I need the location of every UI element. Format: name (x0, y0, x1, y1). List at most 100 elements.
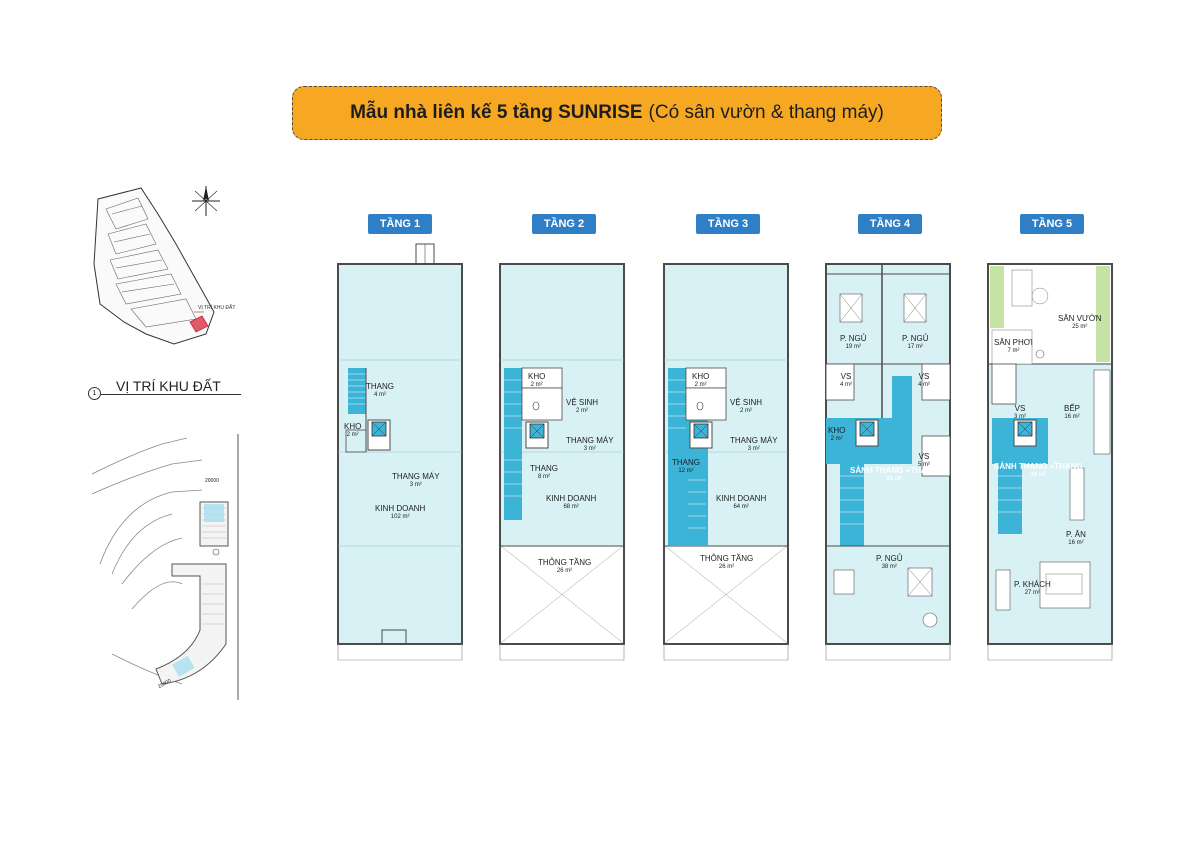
location-title: VỊ TRÍ KHU ĐẤT (116, 378, 221, 394)
floor-4-room-name: P. NGỦ (840, 334, 867, 343)
floor-4-drawing (825, 263, 951, 661)
banner-title-bold: Mẫu nhà liên kế 5 tầng SUNRISE (350, 102, 643, 123)
floor-4-room-area: 19 m² (845, 344, 861, 350)
floor-3-drawing (663, 263, 789, 661)
floor-tag-5: TẦNG 5 (1020, 214, 1084, 234)
floor-4-room-area: 2 m² (830, 436, 843, 442)
floor-2-room-area: 3 m² (583, 446, 596, 452)
floor-3-room-name: VỆ SINH (730, 398, 763, 407)
floor-5-room-name: P. ĂN (1066, 530, 1086, 539)
floor-4-room-name: KHO (828, 426, 846, 435)
floor-3-room-area: 26 m² (718, 564, 735, 570)
floor-1-room-area: 2 m² (346, 432, 359, 438)
floor-5-room-area: 25 m² (1072, 324, 1088, 330)
floor-1-room-area: 102 m² (390, 514, 410, 520)
floor-1-room-area: 3 m² (409, 482, 422, 488)
floor-3-room-area: 2 m² (740, 408, 752, 414)
floor-1-room-area: 4 m² (374, 392, 386, 398)
floor-5-room-name: BẾP (1064, 404, 1081, 413)
floor-3-room-area: 3 m² (747, 446, 760, 452)
floor-2-room-area: 2 m² (530, 382, 543, 388)
floor-4-room-area: 21 m² (886, 476, 903, 482)
floor-5-room-name: SẢNH THANG +THANG (994, 462, 1083, 471)
floor-4-room-name: P. NGỦ (876, 554, 903, 563)
floor-5-room-name: SÂN PHƠI (994, 338, 1033, 347)
floor-1-drawing (337, 243, 463, 661)
floor-2-room-name: THANG (530, 464, 558, 473)
floor-2-room-area: 2 m² (576, 408, 588, 414)
floor-5-room-name: P. KHÁCH (1014, 580, 1051, 589)
zoom-map-dimension-1: 20000 (205, 478, 219, 484)
floor-3-room-area: 2 m² (694, 382, 707, 388)
floor-3-room-name: THÔNG TẦNG (700, 554, 754, 563)
floor-2-room-name: VỆ SINH (566, 398, 599, 407)
floor-4-room-area: 38 m² (881, 564, 897, 570)
floor-3-room-area: 12 m² (678, 468, 694, 474)
floor-4-room-area: 4 m² (918, 382, 930, 388)
floor-5-room-area: 16 m² (1068, 540, 1084, 546)
floor-2-drawing (499, 263, 625, 661)
floor-4-room-name: P. NGỦ (902, 334, 929, 343)
floor-1-room-name: KINH DOANH (375, 504, 426, 513)
north-compass-icon (192, 186, 220, 216)
floor-tag-4: TẦNG 4 (858, 214, 922, 234)
floor-5-room-area: 7 m² (1007, 348, 1020, 354)
floor-4-room-name: SẢNH THANG +THANG (850, 466, 939, 475)
site-zoom-map (92, 434, 239, 700)
floor-2-room-name: THANG MÁY (566, 436, 614, 445)
site-overview-map (93, 187, 215, 345)
floor-3-room-area: 64 m² (733, 504, 749, 510)
floor-2-room-area: 26 m² (556, 568, 573, 574)
floor-4-room-name: VS (918, 372, 930, 381)
floor-5-room-area: 16 m² (1064, 414, 1080, 420)
floor-3-room-name: THANG (672, 458, 700, 467)
floor-5-room-name: SÂN VƯỜN (1058, 314, 1102, 323)
floor-4-room-area: 4 m² (840, 382, 852, 388)
floor-2-room-area: 8 m² (538, 474, 550, 480)
floor-2-room-name: KINH DOANH (546, 494, 597, 503)
floor-1-room-name: KHO (344, 422, 362, 431)
floor-tag-1: TẦNG 1 (368, 214, 432, 234)
floor-5-room-area: 16 m² (1030, 472, 1047, 478)
floor-5-drawing (987, 263, 1113, 661)
location-underline (101, 394, 241, 395)
floor-2-room-name: KHO (528, 372, 546, 381)
floor-3-room-name: KHO (692, 372, 710, 381)
floor-5-room-name: VS (1014, 404, 1026, 413)
floor-3-room-name: KINH DOANH (716, 494, 767, 503)
floor-4-room-area: 5 m² (918, 462, 930, 468)
floor-4-room-name: VS (918, 452, 930, 461)
site-location-label: VỊ TRÍ KHU ĐẤT (198, 305, 236, 311)
floor-tag-3: TẦNG 3 (696, 214, 760, 234)
floor-4-room-name: VS (840, 372, 852, 381)
floor-1-room-name: THANG (366, 382, 394, 391)
location-number: 1 (88, 387, 101, 400)
